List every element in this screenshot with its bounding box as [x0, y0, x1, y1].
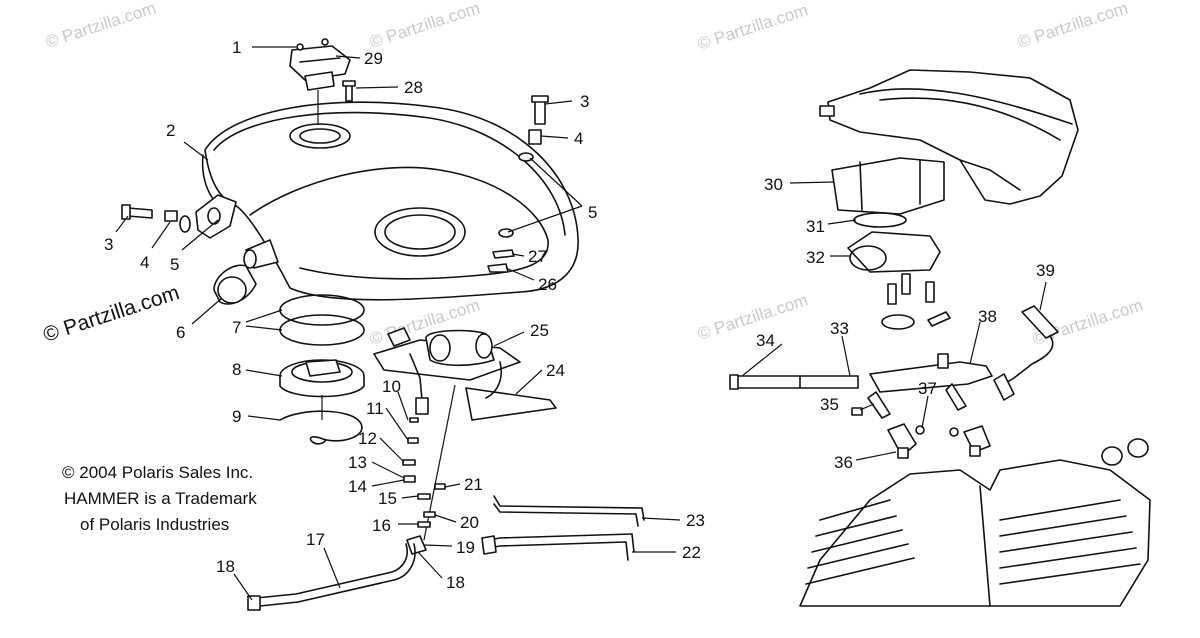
- left-bolt: [121, 204, 191, 233]
- callout-18-right: 18: [446, 573, 465, 592]
- watermark-faint: © Partzilla.com: [695, 290, 810, 343]
- fuel-pump-assembly: [373, 327, 557, 541]
- callout-12: 12: [358, 429, 377, 448]
- fuel-cap: [289, 38, 351, 91]
- callout-2: 2: [166, 121, 175, 140]
- side-mount: [243, 239, 279, 269]
- callout-26: 26: [538, 275, 557, 294]
- watermark-faint: © Partzilla.com: [367, 0, 482, 52]
- callout-38: 38: [978, 307, 997, 326]
- callout-15: 15: [378, 489, 397, 508]
- callout-30: 30: [764, 175, 783, 194]
- callout-3-left: 3: [104, 235, 113, 254]
- callout-27: 27: [528, 247, 547, 266]
- callout-labels: 1 29 28 2 3 4 5 3 4 5 27 26 6 7 8 9 25 2…: [104, 38, 1055, 592]
- callout-28: 28: [404, 78, 423, 97]
- callout-17: 17: [306, 530, 325, 549]
- callout-4-left: 4: [140, 253, 149, 272]
- callout-10: 10: [382, 377, 401, 396]
- callout-33: 33: [830, 319, 849, 338]
- callout-24: 24: [546, 361, 565, 380]
- fuel-tank: [201, 101, 579, 301]
- injectors: [887, 423, 991, 459]
- small-fittings: [402, 417, 446, 555]
- callout-21: 21: [464, 475, 483, 494]
- callout-22: 22: [682, 543, 701, 562]
- copyright-note: © 2004 Polaris Sales Inc. HAMMER is a Tr…: [62, 463, 257, 534]
- callout-11: 11: [366, 399, 384, 418]
- callout-5-right: 5: [588, 203, 597, 222]
- fuel-line-17: [247, 543, 416, 611]
- left-bracket: [195, 194, 237, 239]
- screw-28: [342, 80, 356, 102]
- callout-37: 37: [918, 379, 937, 398]
- callout-4-right: 4: [574, 129, 583, 148]
- screw-35: [851, 407, 863, 416]
- callout-13: 13: [348, 453, 367, 472]
- right-bolt: [498, 95, 549, 238]
- fuel-pump-cover: [213, 264, 257, 305]
- callout-5-left: 5: [170, 255, 179, 274]
- fuel-sender: [279, 359, 365, 420]
- retaining-ring: [279, 410, 363, 445]
- callout-23: 23: [686, 511, 705, 530]
- callout-16: 16: [372, 516, 391, 535]
- callout-35: 35: [820, 395, 839, 414]
- callout-29: 29: [364, 49, 383, 68]
- sensor-39: [993, 305, 1059, 401]
- callout-14: 14: [348, 477, 367, 496]
- watermark-faint: © Partzilla.com: [1015, 0, 1130, 52]
- gaskets: [279, 294, 365, 346]
- callout-9: 9: [232, 407, 241, 426]
- engine-block: [799, 438, 1151, 607]
- watermark-main: © Partzilla.com: [40, 281, 182, 347]
- airbox-housing: [819, 69, 1079, 205]
- callout-20: 20: [460, 513, 479, 532]
- callout-34: 34: [756, 331, 775, 350]
- callout-36: 36: [834, 453, 853, 472]
- copyright-line-1: © 2004 Polaris Sales Inc.: [62, 463, 253, 482]
- callout-32: 32: [806, 248, 825, 267]
- callout-8: 8: [232, 360, 241, 379]
- intake-boot-32: [847, 231, 941, 273]
- callout-18-left: 18: [216, 557, 235, 576]
- watermark-faint: © Partzilla.com: [695, 0, 810, 53]
- fuel-line-22: [481, 533, 635, 561]
- clips-26-27: [487, 249, 515, 273]
- copyright-line-2: HAMMER is a Trademark: [64, 489, 257, 508]
- callout-39: 39: [1036, 261, 1055, 280]
- copyright-line-3: of Polaris Industries: [80, 515, 229, 534]
- throttle-body-30: [831, 157, 945, 215]
- callout-31: 31: [806, 217, 825, 236]
- callout-3-right: 3: [580, 92, 589, 111]
- fuel-rail: [729, 374, 859, 390]
- callout-19: 19: [456, 538, 475, 557]
- o-ring-31: [853, 212, 907, 228]
- callout-25: 25: [530, 321, 549, 340]
- fuel-line-23: [493, 495, 645, 527]
- fuel-rail-38: [867, 353, 993, 419]
- boot-clamps: [881, 273, 951, 330]
- callout-1: 1: [232, 38, 241, 57]
- watermark-faint: © Partzilla.com: [43, 0, 158, 52]
- leader-lines: [115, 46, 1047, 601]
- callout-6: 6: [176, 323, 185, 342]
- callout-7: 7: [232, 318, 241, 337]
